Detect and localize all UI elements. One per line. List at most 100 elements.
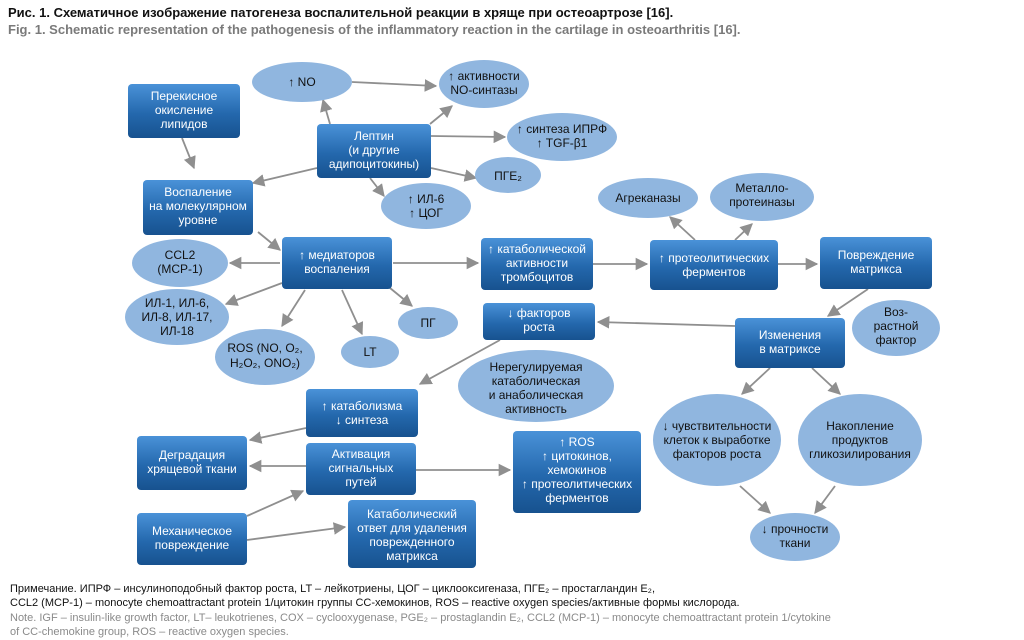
node-glycation-line3: гликозилирования bbox=[809, 447, 911, 461]
node-strength-line1: ↓ прочности bbox=[762, 522, 829, 536]
node-age-factor-line3: фактор bbox=[876, 333, 917, 347]
node-metalloproteinases-line1: Металло- bbox=[735, 181, 788, 195]
node-leptin: Лептин (и другие адипоцитокины) bbox=[317, 124, 431, 178]
node-degradation: Деградация хрящевой ткани bbox=[137, 436, 247, 490]
note-ru-line1: Примечание. ИПРФ – инсулиноподобный факт… bbox=[10, 583, 655, 595]
node-degradation-line1: Деградация bbox=[159, 448, 225, 462]
arrow-mechanical-to-catabolic-response bbox=[246, 522, 347, 541]
node-catabolism: ↑ катаболизма ↓ синтеза bbox=[306, 389, 418, 437]
node-strength: ↓ прочности ткани bbox=[750, 513, 840, 561]
arrow-matrix-damage-to-matrix-changes bbox=[826, 288, 869, 317]
node-ipf-line2: ↑ TGF-β1 bbox=[537, 136, 588, 150]
node-interleukins-line2: ИЛ-8, ИЛ-17, bbox=[141, 310, 212, 324]
node-activation-line3: путей bbox=[345, 475, 376, 489]
arrow-leptin-to-synthase bbox=[429, 105, 453, 125]
arrow-mechanical-to-activation bbox=[246, 489, 305, 517]
node-ccl2: CCL2 (MCP-1) bbox=[132, 239, 228, 287]
arrow-mediators-to-lt bbox=[341, 289, 364, 336]
node-catabolism-line1: ↑ катаболизма bbox=[322, 399, 403, 413]
node-sensitivity-line2: клеток к выработке bbox=[663, 433, 770, 447]
node-pge2: ПГЕ₂ bbox=[475, 157, 541, 193]
node-peroxidation: Перекисное окисление липидов bbox=[128, 84, 240, 138]
node-thrombocytes: ↑ катаболической активности тромбоцитов bbox=[481, 238, 593, 290]
node-ros-box-line1: ↑ ROS bbox=[559, 435, 594, 449]
node-ros-line1: ROS (NO, O₂, bbox=[227, 341, 302, 355]
node-no-synthase-line1: ↑ активности bbox=[448, 69, 519, 83]
node-ros-box-line4: ↑ протеолитических bbox=[522, 477, 632, 491]
node-ros-box-line3: хемокинов bbox=[547, 463, 606, 477]
node-aggrecanases-line1: Агреканазы bbox=[615, 191, 680, 205]
node-lt-line1: LT bbox=[363, 345, 377, 359]
node-ros-box-line5: ферментов bbox=[545, 491, 608, 505]
note-en-line2: of CC-chemokine group, ROS – reactive ox… bbox=[10, 626, 289, 638]
note-ru-line2: CCL2 (MCP-1) – monocyte chemoattractant … bbox=[10, 597, 740, 609]
node-catabolic-response-line1: Катаболический bbox=[367, 507, 457, 521]
figure-title-ru: Рис. 1. Схематичное изображение патогене… bbox=[8, 5, 674, 20]
node-glycation-line2: продуктов bbox=[832, 433, 888, 447]
node-mediators-line1: ↑ медиаторов bbox=[299, 248, 375, 262]
arrow-glycation-to-strength bbox=[814, 485, 836, 515]
arrow-inflammation-to-mediators bbox=[257, 231, 281, 251]
node-ros-box: ↑ ROS ↑ цитокинов, хемокинов ↑ протеолит… bbox=[513, 431, 641, 513]
node-ccl2-line1: CCL2 bbox=[165, 248, 196, 262]
node-matrix-changes: Изменения в матриксе bbox=[735, 318, 845, 368]
node-pg: ПГ bbox=[398, 307, 458, 339]
arrow-proteolytic-to-metalloproteinases bbox=[734, 223, 753, 241]
node-mechanical-line1: Механическое bbox=[152, 524, 232, 538]
node-degradation-line2: хрящевой ткани bbox=[147, 462, 236, 476]
node-ros: ROS (NO, O₂, H₂O₂, ONO₂) bbox=[215, 329, 315, 385]
arrow-leptin-to-il6 bbox=[369, 177, 385, 197]
node-unregulated-line3: и анаболическая bbox=[489, 388, 584, 402]
node-proteolytic-line2: ферментов bbox=[682, 265, 745, 279]
node-metalloproteinases-line2: протеиназы bbox=[729, 195, 795, 209]
node-mechanical-line2: повреждение bbox=[155, 538, 230, 552]
node-il6: ↑ ИЛ-6 ↑ ЦОГ bbox=[381, 183, 471, 229]
node-inflammation-line2: на молекулярном bbox=[149, 199, 247, 213]
node-age-factor-line1: Воз- bbox=[884, 305, 908, 319]
arrow-peroxidation-to-inflammation bbox=[181, 137, 196, 170]
figure-title-en: Fig. 1. Schematic representation of the … bbox=[8, 22, 741, 37]
node-activation-line1: Активация bbox=[332, 447, 391, 461]
node-matrix-changes-line2: в матриксе bbox=[759, 342, 821, 356]
node-leptin-line2: (и другие bbox=[348, 143, 400, 157]
node-activation-line2: сигнальных bbox=[329, 461, 394, 475]
node-unregulated-line2: катаболическая bbox=[492, 374, 581, 388]
node-ccl2-line2: (MCP-1) bbox=[157, 262, 202, 276]
node-catabolic-response-line4: матрикса bbox=[386, 549, 438, 563]
node-proteolytic: ↑ протеолитических ферментов bbox=[650, 240, 778, 290]
node-interleukins-line3: ИЛ-18 bbox=[160, 324, 194, 338]
node-no: ↑ NO bbox=[252, 62, 352, 102]
arrow-matrix-changes-to-growth-factors bbox=[596, 316, 736, 329]
node-ipf: ↑ синтеза ИПРФ ↑ TGF-β1 bbox=[507, 113, 617, 161]
node-mechanical: Механическое повреждение bbox=[137, 513, 247, 565]
arrow-mediators-to-interleukins bbox=[224, 282, 283, 306]
node-inflammation-line1: Воспаление bbox=[164, 185, 232, 199]
arrow-matrix-changes-to-sensitivity bbox=[741, 367, 771, 395]
node-aggrecanases: Агреканазы bbox=[598, 178, 698, 218]
node-metalloproteinases: Металло- протеиназы bbox=[710, 173, 814, 221]
node-catabolic-response: Катаболический ответ для удаления повреж… bbox=[348, 500, 476, 568]
node-leptin-line1: Лептин bbox=[354, 129, 394, 143]
node-sensitivity-line1: ↓ чувствительности bbox=[663, 419, 772, 433]
node-matrix-damage-line1: Повреждение bbox=[838, 248, 915, 262]
node-il6-line2: ↑ ЦОГ bbox=[409, 206, 443, 220]
node-growth-factors-line2: роста bbox=[523, 320, 555, 334]
arrow-mediators-to-pg bbox=[389, 287, 413, 307]
node-il6-line1: ↑ ИЛ-6 bbox=[408, 192, 445, 206]
node-growth-factors: ↓ факторов роста bbox=[483, 303, 595, 340]
arrows-layer bbox=[181, 79, 869, 541]
node-thrombocytes-line2: активности bbox=[506, 256, 568, 270]
arrow-proteolytic-to-aggrecanases bbox=[669, 216, 696, 241]
node-unregulated: Нерегулируемая катаболическая и анаболич… bbox=[458, 350, 614, 422]
node-thrombocytes-line3: тромбоцитов bbox=[501, 270, 574, 284]
arrow-leptin-to-no bbox=[320, 98, 333, 125]
arrow-leptin-to-pge2 bbox=[430, 167, 478, 182]
node-peroxidation-line2: окисление bbox=[155, 103, 214, 117]
node-lt: LT bbox=[341, 336, 399, 368]
node-mediators-line2: воспаления bbox=[304, 262, 370, 276]
node-growth-factors-line1: ↓ факторов bbox=[507, 306, 570, 320]
node-glycation: Накопление продуктов гликозилирования bbox=[798, 394, 922, 486]
node-inflammation: Воспаление на молекулярном уровне bbox=[143, 180, 253, 235]
node-thrombocytes-line1: ↑ катаболической bbox=[488, 242, 586, 256]
